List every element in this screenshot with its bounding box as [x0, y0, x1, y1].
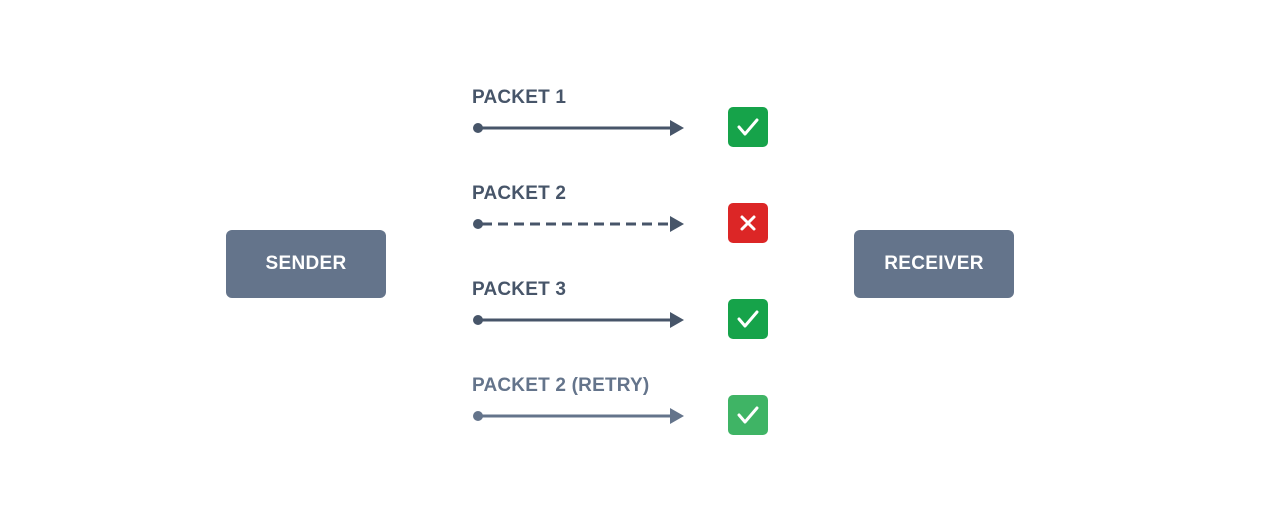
check-icon [737, 310, 759, 328]
check-icon [737, 406, 759, 424]
status-success [728, 299, 768, 339]
packet-label: PACKET 3 [472, 279, 567, 300]
packet-row-3: PACKET 3 [472, 279, 772, 349]
packet-label: PACKET 2 [472, 183, 567, 204]
x-icon [740, 215, 756, 231]
check-icon [737, 118, 759, 136]
status-success [728, 107, 768, 147]
packet-row-1: PACKET 1 [472, 87, 772, 157]
packet-label: PACKET 2 (RETRY) [472, 375, 650, 396]
receiver-node: RECEIVER [854, 230, 1014, 298]
status-success [728, 395, 768, 435]
packet-arrow [473, 120, 684, 136]
packet-arrow [473, 408, 684, 424]
sender-node: SENDER [226, 230, 386, 298]
packet-arrow [473, 312, 684, 328]
status-failed [728, 203, 768, 243]
packet-row-retry: PACKET 2 (RETRY) [472, 375, 772, 445]
packet-arrow-dashed [473, 216, 684, 232]
sender-label: SENDER [265, 253, 347, 274]
packet-label: PACKET 1 [472, 87, 567, 108]
receiver-label: RECEIVER [884, 253, 984, 274]
packet-row-2: PACKET 2 [472, 183, 772, 253]
